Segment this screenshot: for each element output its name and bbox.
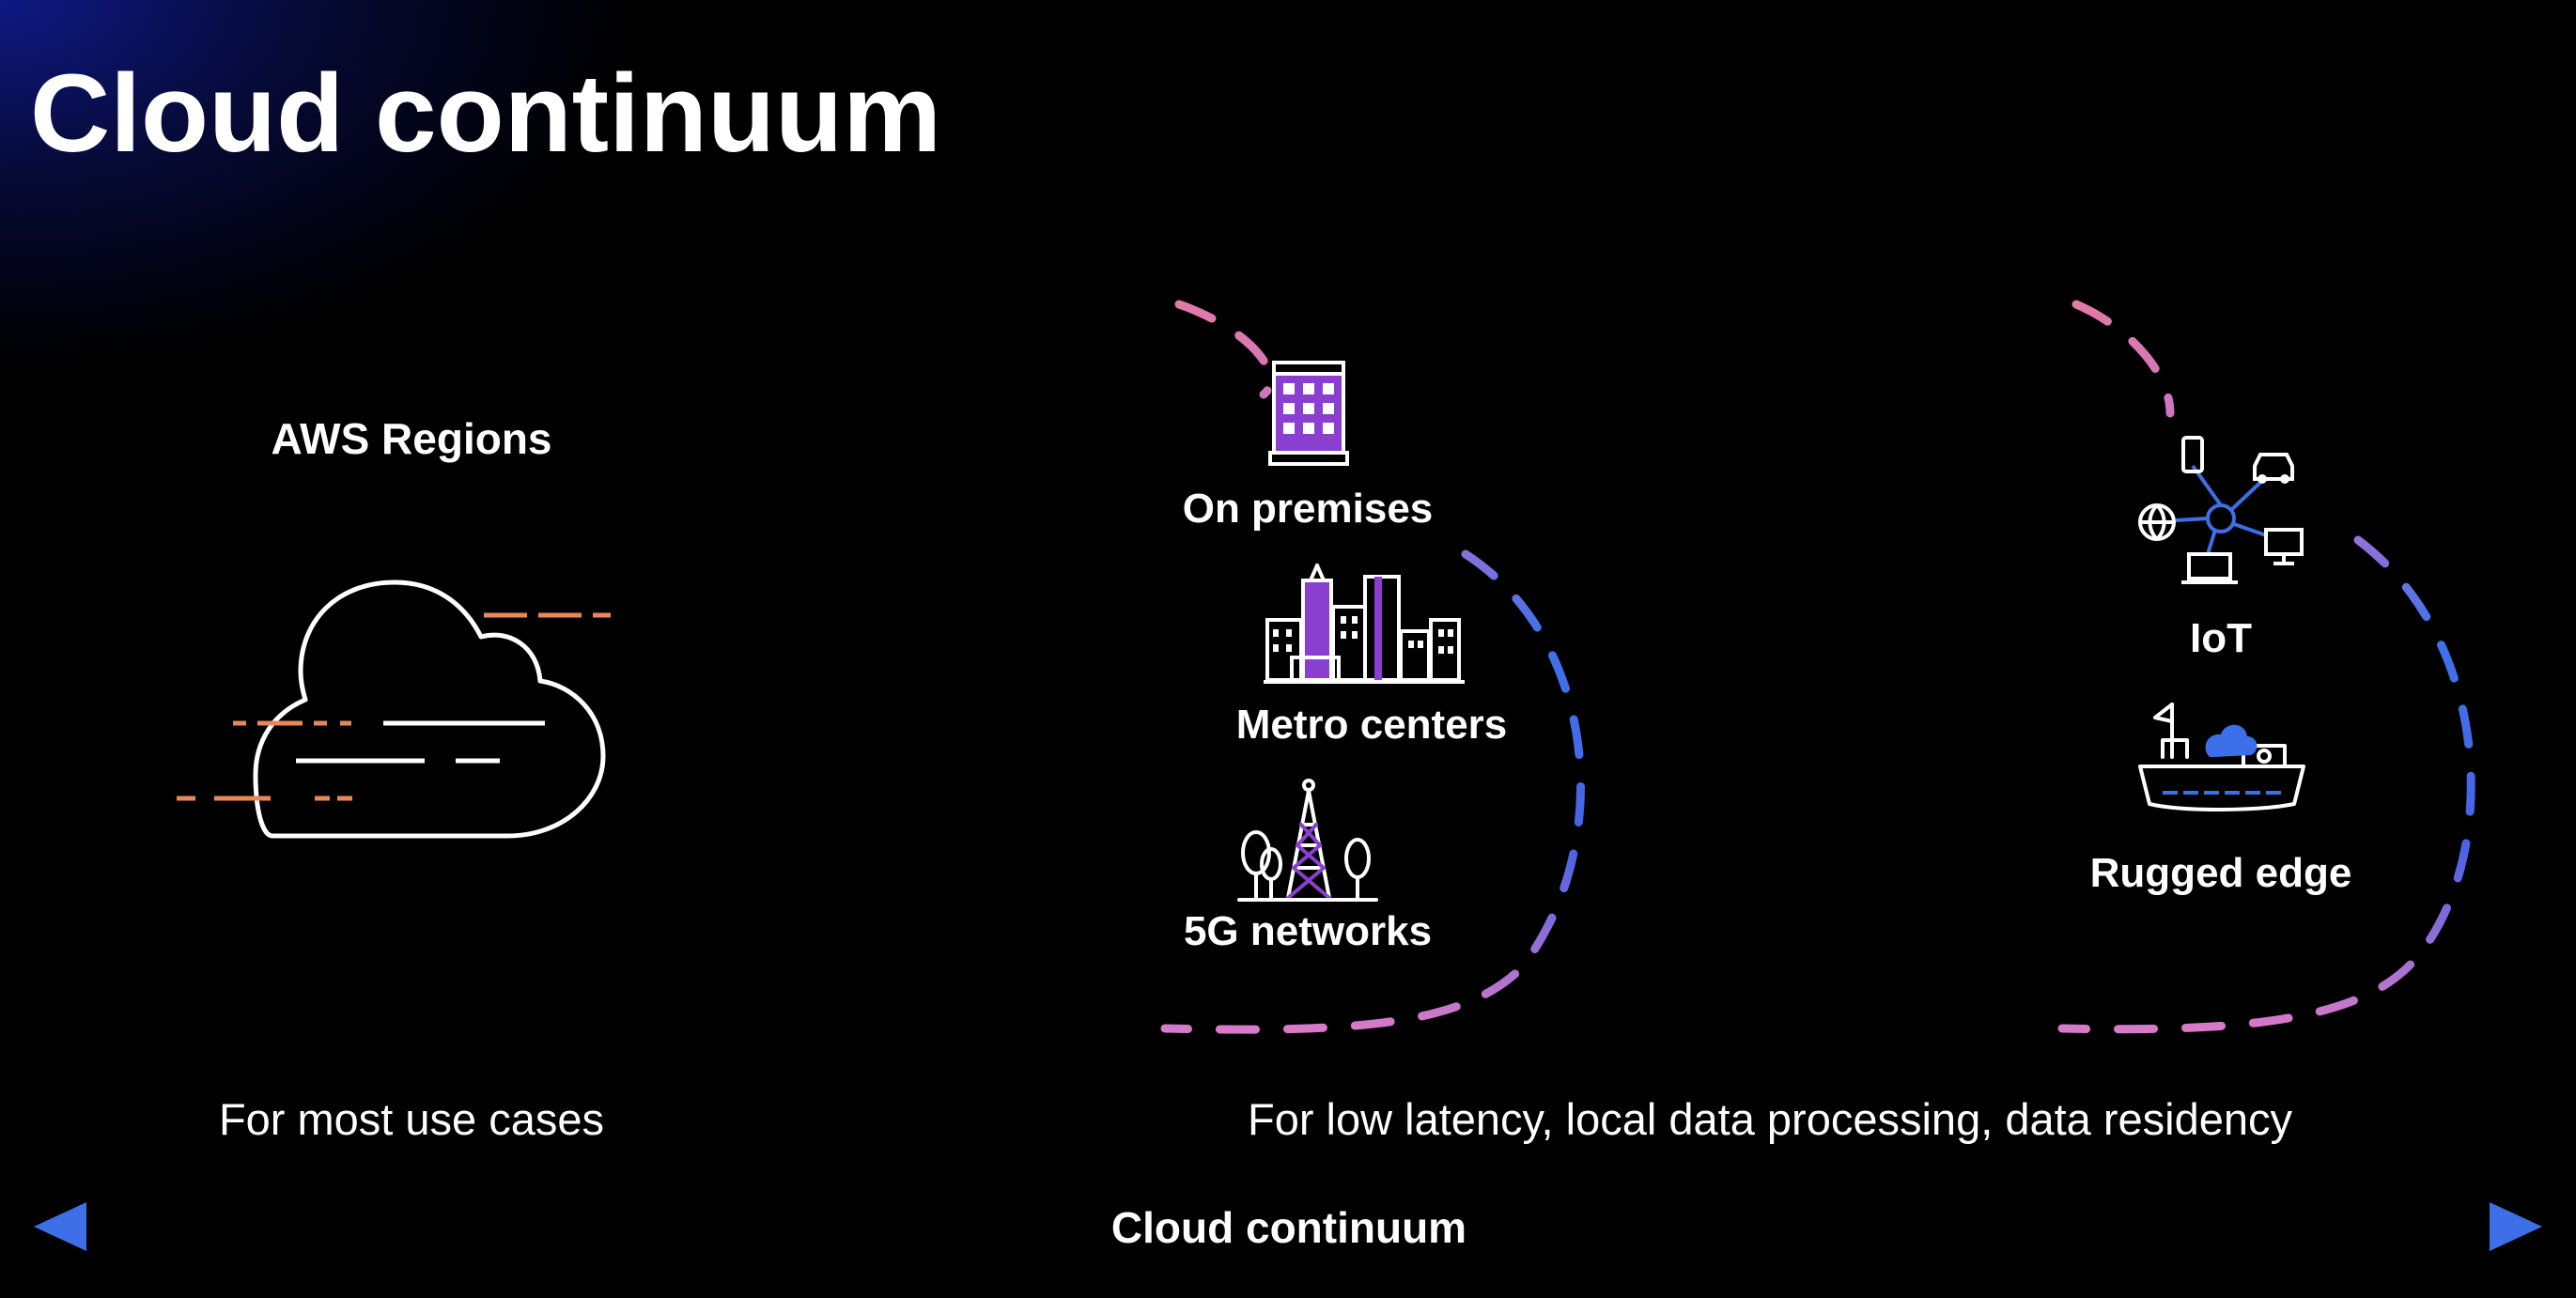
ship-icon xyxy=(2138,703,2305,811)
page-title: Cloud continuum xyxy=(30,52,942,176)
arrow-left-head xyxy=(34,1202,86,1251)
edge-caption: For low latency, local data processing, … xyxy=(1247,1094,2293,1144)
continuum-label: Cloud continuum xyxy=(1110,1203,1467,1252)
iot-label: IoT xyxy=(2190,615,2252,661)
cloud-icon xyxy=(177,579,611,839)
aws-regions-label: AWS Regions xyxy=(271,414,552,463)
city-skyline-icon xyxy=(1264,564,1465,684)
arrow-right-head xyxy=(2490,1202,2542,1251)
5g-networks-label: 5G networks xyxy=(1183,908,1433,954)
office-building-icon xyxy=(1268,361,1349,466)
metro-centers-label: Metro centers xyxy=(1235,702,1508,748)
cell-tower-icon xyxy=(1237,779,1378,902)
iot-hub-icon xyxy=(2138,436,2304,584)
device-dashed-arc xyxy=(2057,300,2475,1034)
on-premises-label: On premises xyxy=(1182,486,1434,532)
rugged-edge-label: Rugged edge xyxy=(2089,850,2352,896)
regions-caption: For most use cases xyxy=(218,1094,605,1144)
edge-dashed-arc xyxy=(1160,300,1585,1034)
